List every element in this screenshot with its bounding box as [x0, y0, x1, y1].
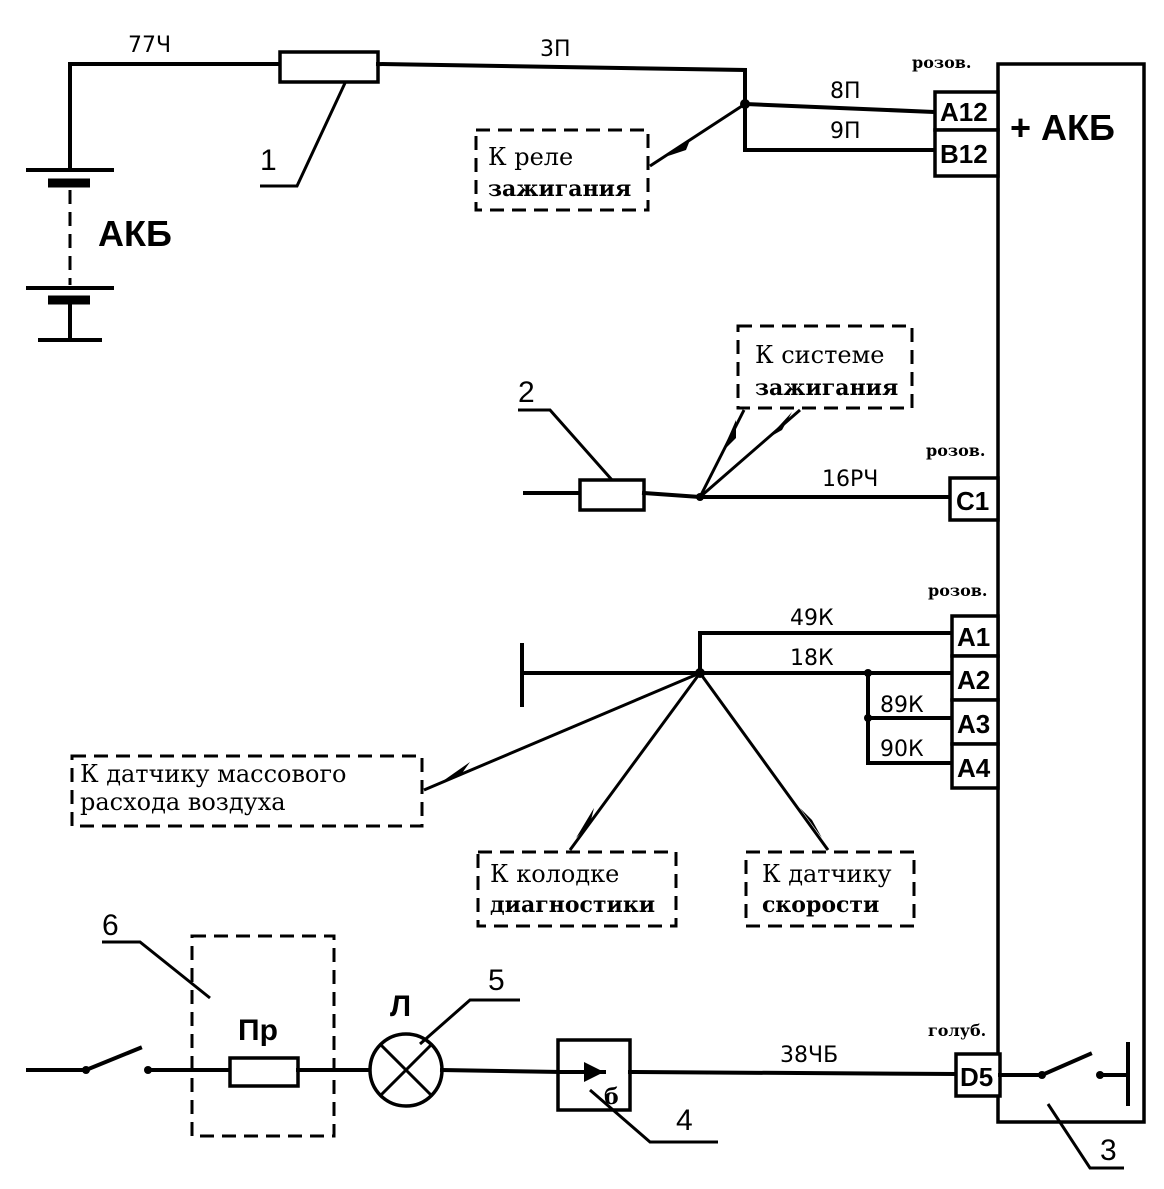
ref-4: 4 — [676, 1104, 693, 1137]
callout-speed-line2: скорости — [762, 892, 879, 918]
callout-speed — [744, 850, 916, 928]
wire-18: 18К — [790, 646, 834, 671]
color-rozov-1: розов. — [912, 53, 971, 72]
pin-a4 — [950, 742, 1000, 790]
callout-ignition-line2: зажигания — [755, 375, 898, 401]
ref-2: 2 — [518, 376, 535, 409]
color-rozov-2: розов. — [926, 441, 985, 460]
ref-1: 1 — [260, 144, 277, 177]
battery-label: АКБ — [98, 213, 172, 254]
fuse-pr — [228, 1056, 300, 1088]
pin-c1 — [948, 476, 1000, 522]
wire-89: 89К — [880, 693, 924, 718]
fuse-2 — [578, 478, 646, 512]
wire-90: 90К — [880, 737, 924, 762]
callout-maf — [70, 754, 424, 828]
diode-label: б — [604, 1084, 619, 1110]
callout-maf-line1: К датчику массового — [80, 760, 346, 788]
callout-relay-line2: зажигания — [488, 176, 631, 202]
ecu-label: + АКБ — [1010, 107, 1115, 148]
callout-relay — [474, 128, 650, 212]
pin-c1-label: C1 — [956, 486, 989, 516]
pin-a3 — [950, 698, 1000, 746]
lamp-symbol — [368, 1032, 444, 1108]
callout-diag-line1: К колодке — [490, 860, 619, 888]
pin-a1-label: A1 — [957, 622, 990, 652]
callout-maf-line2: расхода воздуха — [80, 788, 286, 816]
callout-ignition — [736, 324, 914, 410]
pin-a2-label: A2 — [957, 665, 990, 695]
color-golub: голуб. — [928, 1021, 986, 1040]
callout-diag — [476, 850, 678, 928]
ref-3: 3 — [1100, 1134, 1117, 1167]
wire-49: 49К — [790, 606, 834, 631]
color-rozov-3: розов. — [928, 581, 987, 600]
fuse-pr-label: Пр — [238, 1014, 278, 1047]
pin-b12-label: B12 — [940, 139, 988, 169]
callout-relay-line1: К реле — [488, 143, 573, 171]
wire-38: 38ЧБ — [780, 1043, 838, 1068]
pin-a3-label: A3 — [957, 709, 990, 739]
callout-speed-line1: К датчику — [762, 860, 892, 888]
wire-8: 8П — [830, 79, 861, 104]
wire-3: 3П — [540, 37, 571, 62]
pin-a12-label: A12 — [940, 97, 988, 127]
pin-d5 — [954, 1052, 1002, 1098]
wire-16: 16РЧ — [822, 467, 878, 492]
fuse-1 — [278, 50, 380, 84]
ecu-block — [996, 62, 1146, 1124]
lamp-label: Л — [390, 990, 411, 1023]
wire-77: 77Ч — [128, 33, 171, 58]
wire-9: 9П — [830, 119, 861, 144]
pin-b12 — [933, 128, 1000, 178]
battery-symbol — [26, 62, 114, 342]
pin-d5-label: D5 — [960, 1062, 993, 1092]
ref-6: 6 — [102, 909, 119, 942]
ref-5: 5 — [488, 964, 505, 997]
callout-ignition-line1: К системе — [755, 341, 884, 369]
callout-diag-line2: диагностики — [490, 892, 655, 918]
fuse-block-6 — [190, 934, 336, 1138]
pin-a4-label: A4 — [957, 753, 991, 783]
